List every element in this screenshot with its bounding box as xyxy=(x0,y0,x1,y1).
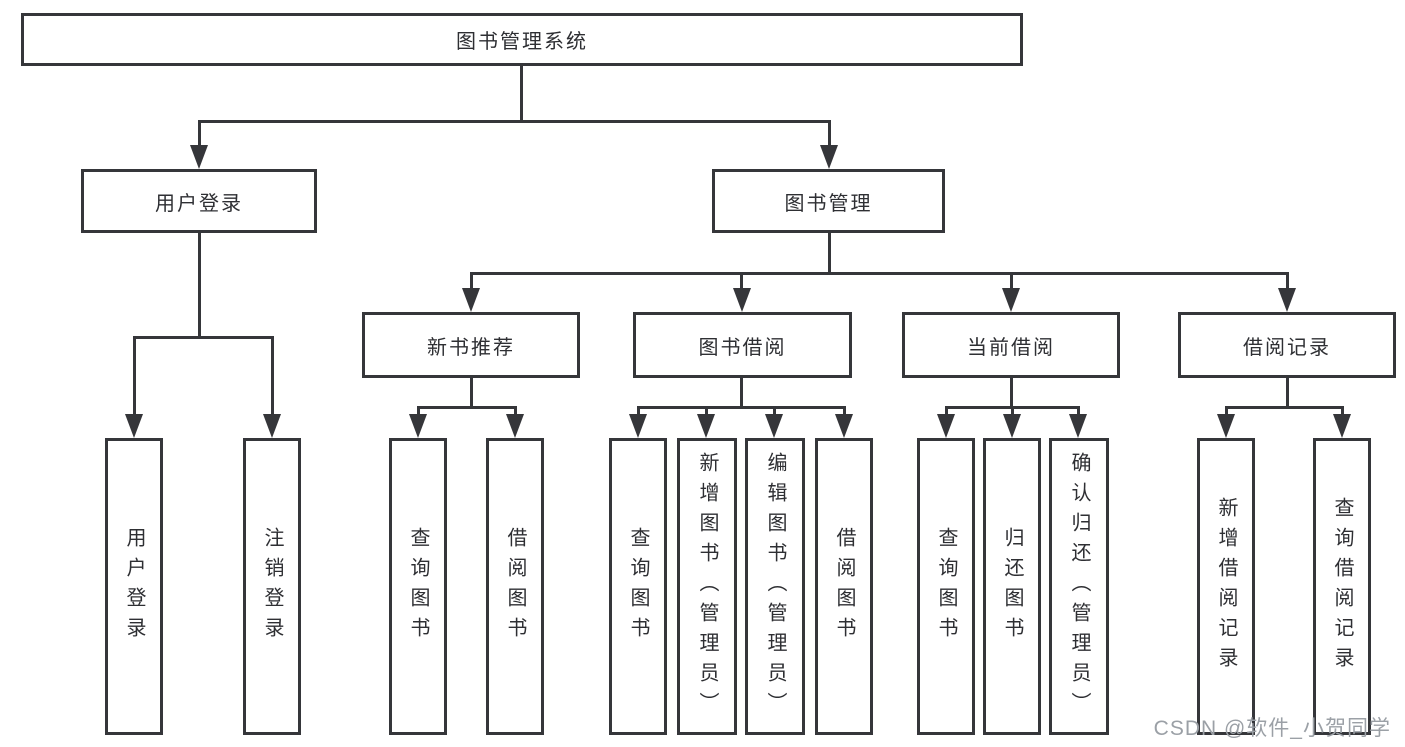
arrow-down-icon xyxy=(506,414,524,438)
connector-line xyxy=(198,120,201,147)
connector-line xyxy=(133,336,274,339)
arrow-down-icon xyxy=(765,414,783,438)
leaf-confirm-return-admin: 确认归还（管理员） xyxy=(1049,438,1109,735)
leaf-user-login-label: 用户登录 xyxy=(123,526,145,647)
leaf-query-books-borrowing: 查询图书 xyxy=(609,438,667,735)
node-user-login-label: 用户登录 xyxy=(155,192,243,215)
connector-line xyxy=(470,272,1289,275)
leaf-edit-book-admin-label: 编辑图书（管理员） xyxy=(764,451,786,722)
leaf-edit-book-admin: 编辑图书（管理员） xyxy=(745,438,805,735)
leaf-query-borrow-record-label: 查询借阅记录 xyxy=(1331,496,1353,677)
connector-line xyxy=(1077,406,1080,416)
arrow-down-icon xyxy=(937,414,955,438)
connector-line xyxy=(828,120,831,147)
node-current-borrowing: 当前借阅 xyxy=(902,312,1120,378)
node-book-borrowing-label: 图书借阅 xyxy=(698,336,787,359)
connector-line xyxy=(740,378,743,409)
arrow-down-icon xyxy=(820,145,838,169)
connector-line xyxy=(843,406,846,416)
leaf-add-book-admin-label: 新增图书（管理员） xyxy=(696,451,718,722)
connector-line xyxy=(1286,378,1289,409)
arrow-down-icon xyxy=(1217,414,1235,438)
arrow-down-icon xyxy=(409,414,427,438)
leaf-add-borrow-record-label: 新增借阅记录 xyxy=(1215,496,1237,677)
leaf-return-book-label: 归还图书 xyxy=(1001,526,1023,647)
leaf-logout: 注销登录 xyxy=(243,438,301,735)
connector-line xyxy=(1011,406,1014,416)
leaf-query-books-recommend-label: 查询图书 xyxy=(407,526,429,647)
arrow-down-icon xyxy=(733,288,751,312)
leaf-query-books-current-label: 查询图书 xyxy=(935,526,957,647)
node-current-borrowing-label: 当前借阅 xyxy=(967,336,1055,359)
leaf-return-book: 归还图书 xyxy=(983,438,1041,735)
arrow-down-icon xyxy=(190,145,208,169)
connector-line xyxy=(198,233,201,339)
connector-line xyxy=(1341,406,1344,416)
arrow-down-icon xyxy=(835,414,853,438)
node-new-book-recommend: 新书推荐 xyxy=(362,312,580,378)
connector-line xyxy=(828,233,831,275)
leaf-borrow-books-borrowing-label: 借阅图书 xyxy=(833,526,855,647)
connector-line xyxy=(470,272,473,290)
node-book-management: 图书管理 xyxy=(712,169,945,233)
connector-line xyxy=(417,406,420,416)
leaf-query-books-recommend: 查询图书 xyxy=(389,438,447,735)
connector-line xyxy=(1286,272,1289,290)
connector-line xyxy=(740,272,743,290)
connector-line xyxy=(470,378,473,409)
arrow-down-icon xyxy=(1333,414,1351,438)
node-book-management-label: 图书管理 xyxy=(784,192,873,215)
arrow-down-icon xyxy=(1278,288,1296,312)
leaf-confirm-return-admin-label: 确认归还（管理员） xyxy=(1068,451,1090,722)
connector-line xyxy=(1225,406,1228,416)
node-borrowing-records: 借阅记录 xyxy=(1178,312,1396,378)
leaf-user-login: 用户登录 xyxy=(105,438,163,735)
node-user-login: 用户登录 xyxy=(81,169,317,233)
node-book-borrowing: 图书借阅 xyxy=(633,312,852,378)
leaf-borrow-books-recommend-label: 借阅图书 xyxy=(504,526,526,647)
connector-line xyxy=(705,406,708,416)
node-new-book-recommend-label: 新书推荐 xyxy=(427,336,515,359)
arrow-down-icon xyxy=(263,414,281,438)
leaf-add-book-admin: 新增图书（管理员） xyxy=(677,438,737,735)
connector-line xyxy=(773,406,776,416)
leaf-borrow-books-recommend: 借阅图书 xyxy=(486,438,544,735)
node-library-system: 图书管理系统 xyxy=(21,13,1023,66)
connector-line xyxy=(271,336,274,416)
leaf-query-books-borrowing-label: 查询图书 xyxy=(627,526,649,647)
arrow-down-icon xyxy=(462,288,480,312)
arrow-down-icon xyxy=(629,414,647,438)
connector-line xyxy=(945,406,948,416)
node-borrowing-records-label: 借阅记录 xyxy=(1243,336,1331,359)
leaf-borrow-books-borrowing: 借阅图书 xyxy=(815,438,873,735)
leaf-logout-label: 注销登录 xyxy=(261,526,283,647)
arrow-down-icon xyxy=(1002,288,1020,312)
connector-line xyxy=(637,406,846,409)
connector-line xyxy=(1010,378,1013,409)
leaf-query-books-current: 查询图书 xyxy=(917,438,975,735)
arrow-down-icon xyxy=(697,414,715,438)
connector-line xyxy=(133,336,136,416)
arrow-down-icon xyxy=(125,414,143,438)
node-library-system-label: 图书管理系统 xyxy=(456,31,588,53)
connector-line xyxy=(514,406,517,416)
connector-line xyxy=(520,64,523,122)
connector-line xyxy=(1010,272,1013,290)
arrow-down-icon xyxy=(1069,414,1087,438)
connector-line xyxy=(637,406,640,416)
leaf-add-borrow-record: 新增借阅记录 xyxy=(1197,438,1255,735)
connector-line xyxy=(1225,406,1344,409)
connector-line xyxy=(417,406,517,409)
leaf-query-borrow-record: 查询借阅记录 xyxy=(1313,438,1371,735)
connector-line xyxy=(198,120,831,123)
csdn-watermark: CSDN @软件_小贺同学 xyxy=(1153,717,1391,740)
arrow-down-icon xyxy=(1003,414,1021,438)
